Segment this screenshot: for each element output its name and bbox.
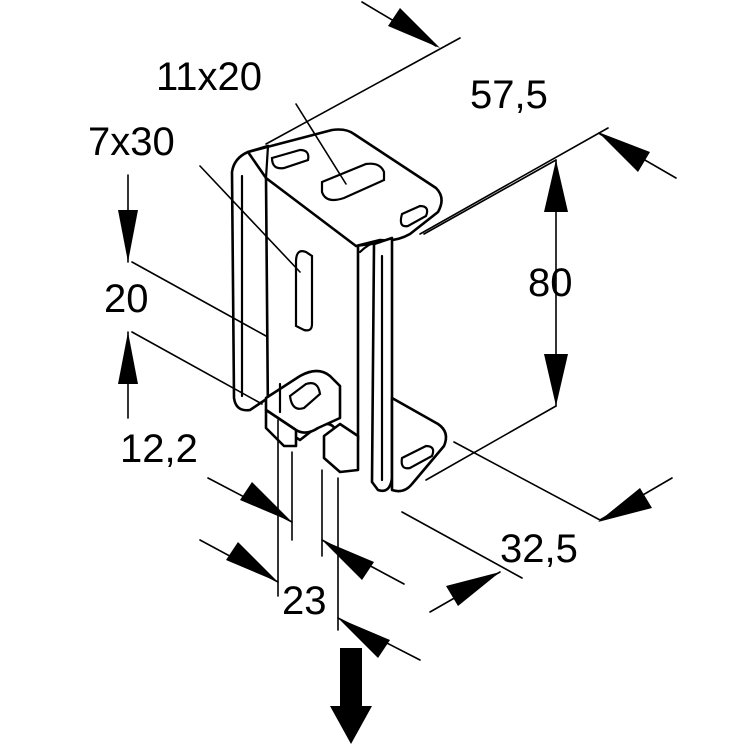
arrow-57-right <box>598 132 650 172</box>
label-upper-spacing: 20 <box>104 277 149 321</box>
label-slot-side: 7x30 <box>88 120 175 164</box>
label-depth: 32,5 <box>500 527 578 571</box>
arrow-80-up <box>544 160 568 212</box>
arrow-down-icon <box>330 648 372 744</box>
top-right-slot <box>399 204 429 228</box>
bottom-flange <box>390 396 448 493</box>
label-length: 57,5 <box>470 73 548 117</box>
left-flange <box>230 144 270 412</box>
right-foot <box>322 422 360 474</box>
arrow-12-left <box>240 482 292 522</box>
bottom-slot <box>400 444 435 470</box>
arrow-12-right <box>322 540 374 580</box>
dimension-lines <box>118 1 677 744</box>
arrow-23-right <box>338 618 390 658</box>
arrow-12-up <box>118 332 138 384</box>
arrow-32-right <box>598 488 652 522</box>
label-bottom-slot: 23 <box>282 579 327 623</box>
label-lower-offset: 12,2 <box>120 427 198 471</box>
arrow-57-left <box>388 8 440 48</box>
left-foot <box>264 408 298 448</box>
label-slot-top: 11x20 <box>156 55 262 99</box>
arrow-80-down <box>544 354 568 406</box>
top-left-slot <box>270 148 310 170</box>
dimension-labels: 11x20 57,5 7x30 80 20 12,2 32,5 23 <box>88 55 578 623</box>
side-slot-7x30 <box>294 250 314 332</box>
bracket-part <box>230 128 448 493</box>
lower-hook-hole <box>288 382 322 410</box>
arrow-23-left <box>226 542 278 582</box>
top-slot-11x20 <box>320 162 386 202</box>
arrow-32-left <box>446 572 500 606</box>
label-height: 80 <box>528 261 573 305</box>
arrow-20-down <box>118 210 138 262</box>
